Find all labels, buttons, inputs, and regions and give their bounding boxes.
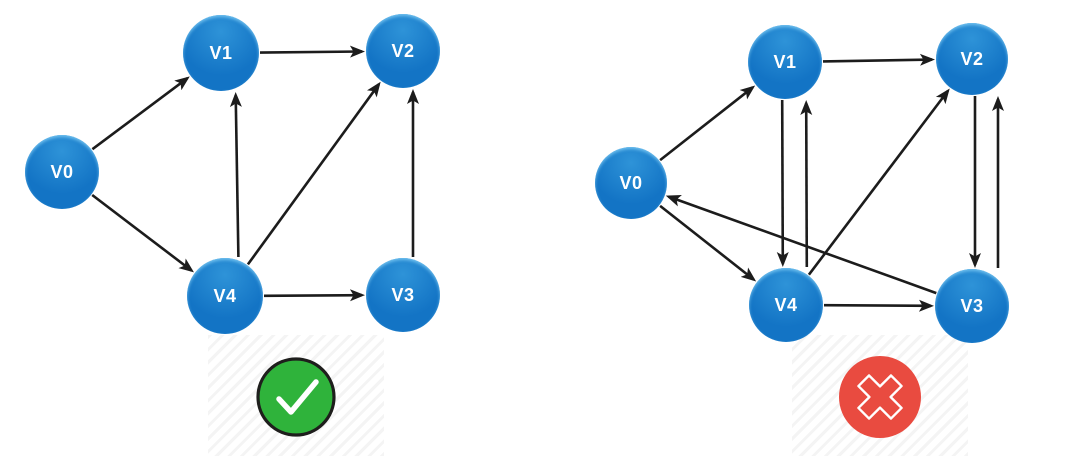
- edge-v4-to-v3: [823, 299, 934, 312]
- edge-v3-to-v0: [665, 195, 937, 295]
- valid-graph-node-v3: V3: [366, 258, 440, 332]
- edge-v0-to-v1: [659, 85, 756, 162]
- valid-graph-edges: [91, 45, 419, 302]
- check-icon: [256, 357, 336, 437]
- valid-graph-node-v0: V0: [25, 135, 99, 209]
- edge-v4-to-v1: [229, 92, 242, 258]
- edge-v1-to-v4: [776, 99, 789, 267]
- invalid-graph-node-v0: V0: [595, 147, 667, 219]
- invalid-graph-node-v1: V1: [748, 25, 822, 99]
- edge-v1-to-v2: [259, 45, 365, 58]
- valid-graph-node-v4: V4: [187, 258, 263, 334]
- invalid-graph-node-v4: V4: [749, 268, 823, 342]
- edge-v4-to-v1: [800, 100, 813, 268]
- valid-graph-node-v2: V2: [366, 14, 440, 88]
- edge-v4-to-v2: [807, 88, 950, 276]
- edge-v0-to-v4: [659, 204, 757, 282]
- edge-v1-to-v2: [822, 53, 935, 66]
- invalid-status-badge: [836, 353, 924, 441]
- edge-v0-to-v4: [91, 193, 194, 273]
- cross-icon: [839, 356, 921, 438]
- edge-v4-to-v3: [263, 289, 365, 302]
- valid-status-badge: [254, 355, 338, 439]
- invalid-graph-edges: [659, 53, 1004, 312]
- invalid-graph-node-v2: V2: [936, 23, 1008, 95]
- valid-graph-node-v1: V1: [183, 15, 259, 91]
- edge-v0-to-v1: [91, 76, 190, 151]
- edge-v4-to-v2: [246, 81, 381, 266]
- invalid-graph-node-v3: V3: [935, 269, 1009, 343]
